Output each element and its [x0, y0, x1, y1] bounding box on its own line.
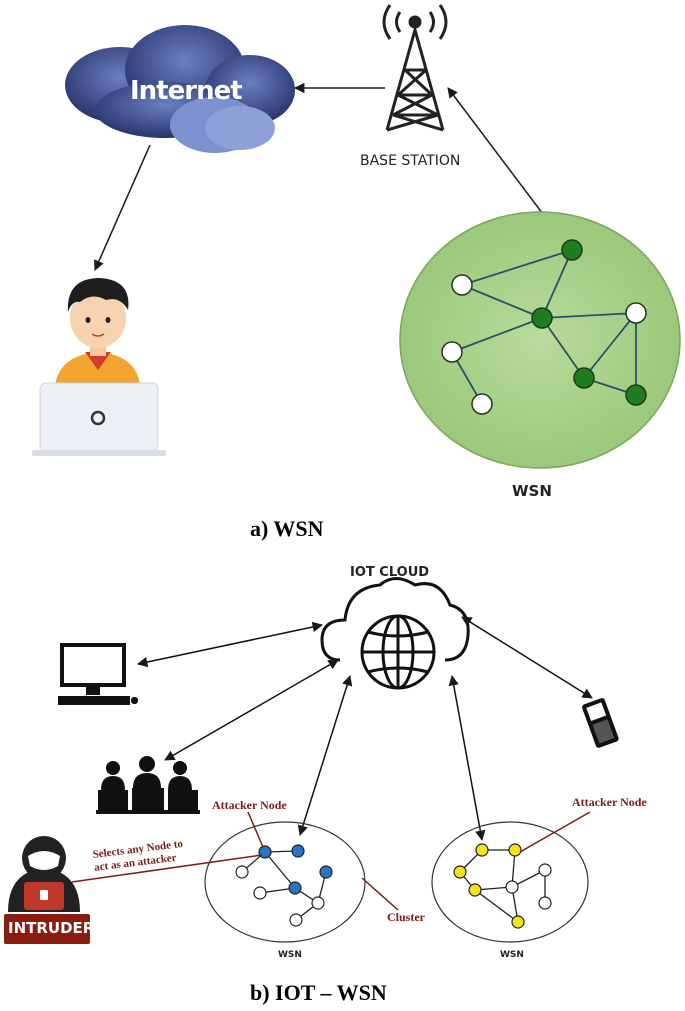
attacker-node	[453, 865, 467, 879]
sensor-node	[253, 886, 267, 900]
wsn-cluster-left	[204, 821, 366, 943]
sensor-node	[441, 341, 463, 363]
sensor-node	[311, 896, 325, 910]
sensor-node	[471, 393, 493, 415]
arrow-cloud-wsn-left	[297, 674, 353, 837]
user-laptop-icon	[32, 278, 166, 456]
arrow-internet-to-user	[94, 144, 151, 271]
sensor-node	[505, 880, 519, 894]
iot-cloud-icon	[320, 577, 470, 690]
attacker-node	[288, 881, 302, 895]
sensor-node	[625, 302, 647, 324]
base-station-label: BASE STATION	[360, 153, 461, 169]
cluster-pointer	[361, 877, 399, 911]
sensor-node	[625, 384, 647, 406]
attacker-node	[291, 844, 305, 858]
base-station-tower-icon	[382, 4, 448, 132]
attacker-node	[258, 845, 272, 859]
sensor-node	[531, 307, 553, 329]
wsn-edges	[451, 249, 637, 405]
attacker-node-label-right: Attacker Node	[572, 795, 647, 809]
attacker-node	[511, 915, 525, 929]
wsn-cluster-right	[431, 821, 589, 943]
arrow-cloud-computer	[136, 621, 324, 668]
sensor-node	[289, 913, 303, 927]
wsn-area	[399, 211, 681, 469]
attacker-node	[319, 865, 333, 879]
wsn-label-left: WSN	[278, 950, 302, 960]
iot-cloud-label: IOT CLOUD	[350, 565, 430, 580]
sink-node	[561, 239, 583, 261]
attacker-node	[468, 883, 482, 897]
wsn-label-a: WSN	[512, 482, 552, 500]
arrow-cloud-wsn-right	[448, 674, 486, 842]
sensor-node	[573, 367, 595, 389]
sensor-node	[451, 274, 473, 296]
sensor-node	[235, 865, 249, 879]
wsn-nodes	[441, 239, 647, 415]
attacker-pointer-left	[247, 811, 264, 848]
arrow-cloud-phone	[461, 616, 593, 699]
internet-cloud-icon	[65, 25, 295, 153]
sensor-node	[538, 896, 552, 910]
caption-a: a) WSN	[250, 516, 324, 541]
intruder-hacker-icon	[4, 836, 90, 944]
intruder-pointer	[71, 854, 263, 883]
attacker-node-label-left: Attacker Node	[212, 798, 287, 812]
desktop-computer-icon	[58, 643, 138, 705]
sensor-node	[538, 863, 552, 877]
internet-label: Internet	[130, 76, 243, 106]
wsn-right-nodes	[453, 843, 552, 929]
user-group-icon	[96, 756, 200, 814]
intruder-label: INTRUDER	[8, 919, 95, 937]
attacker-pointer-right	[519, 811, 591, 853]
attacker-node	[475, 843, 489, 857]
wsn-label-right: WSN	[500, 950, 524, 960]
caption-b: b) IOT – WSN	[250, 980, 387, 1005]
wsn-left-nodes	[235, 844, 333, 927]
cluster-label: Cluster	[387, 910, 425, 924]
attacker-node	[508, 843, 522, 857]
wsn-left-edges	[241, 850, 327, 921]
mobile-phone-icon	[582, 698, 619, 748]
arrow-cloud-users	[164, 659, 339, 761]
